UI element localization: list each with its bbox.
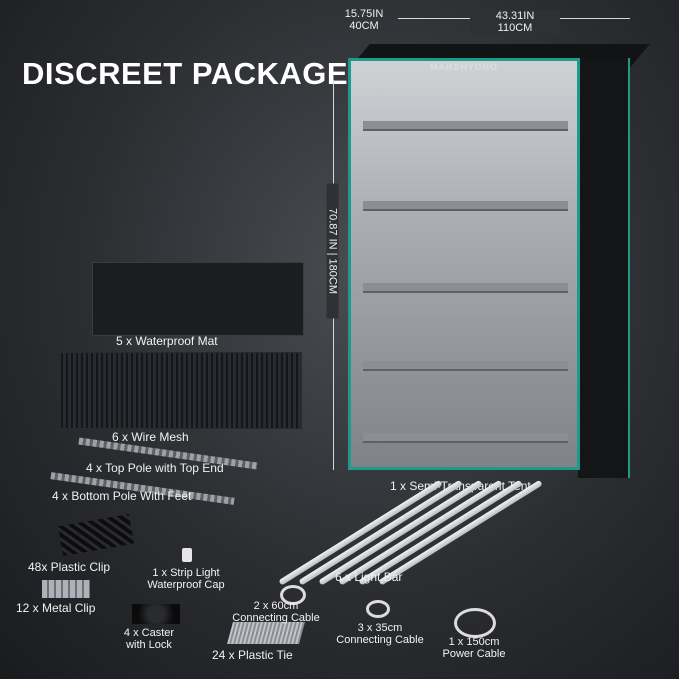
depth-cm: 40CM — [349, 20, 379, 32]
strip-cap-line-2: Waterproof Cap — [147, 579, 225, 591]
cable-60cm-line-2: Connecting Cable — [232, 612, 320, 624]
tent-shelf — [363, 121, 568, 131]
tent-shelf — [363, 361, 568, 371]
plastic-tie-image — [227, 622, 305, 644]
grow-tent — [348, 58, 580, 470]
power-cable-line-2: Power Cable — [442, 648, 506, 660]
waterproof-cap-image — [182, 548, 192, 562]
page-title: DISCREET PACKAGE — [22, 56, 349, 91]
waterproof-mat-image — [92, 262, 304, 336]
light-bars-image — [270, 479, 570, 590]
bottom-pole-label: 4 x Bottom Pole With Feet — [52, 489, 192, 503]
plastic-clip-image — [57, 513, 135, 557]
cable-35cm-line-1: 3 x 35cm — [357, 622, 403, 634]
wire-mesh-label: 6 x Wire Mesh — [112, 430, 189, 444]
power-cable-line-1: 1 x 150cm — [448, 636, 500, 648]
cable-35cm-label: 3 x 35cm Connecting Cable — [322, 622, 438, 646]
power-cable-label: 1 x 150cm Power Cable — [432, 636, 516, 660]
cable-35cm-line-2: Connecting Cable — [336, 634, 424, 646]
metal-clip-label: 12 x Metal Clip — [16, 601, 96, 615]
waterproof-mat-label: 5 x Waterproof Mat — [116, 334, 218, 348]
cable-60cm-image — [280, 585, 306, 605]
depth-inches: 15.75IN — [344, 8, 384, 20]
tent-side-panel — [578, 58, 630, 478]
cable-35cm-image — [366, 600, 390, 618]
cable-60cm-label: 2 x 60cm Connecting Cable — [218, 600, 334, 624]
brand-logo: MARSHYDRO — [430, 62, 499, 72]
caster-line-2: with Lock — [126, 639, 172, 651]
depth-dimension: 15.75IN 40CM — [335, 8, 393, 32]
cable-60cm-line-1: 2 x 60cm — [253, 600, 299, 612]
width-cm: 110CM — [497, 22, 533, 34]
metal-clip-image — [42, 580, 90, 598]
plastic-clip-label: 48x Plastic Clip — [28, 560, 111, 574]
caster-image — [132, 604, 180, 624]
wire-mesh-image — [60, 352, 302, 429]
height-dimension: 70.87 IN | 180CM — [326, 183, 339, 319]
caster-label: 4 x Caster with Lock — [114, 627, 184, 651]
strip-cap-label: 1 x Strip Light Waterproof Cap — [126, 567, 246, 591]
top-pole-label: 4 x Top Pole with Top End — [86, 461, 224, 475]
power-cable-image — [454, 608, 496, 638]
width-inches: 43.31IN — [495, 10, 535, 22]
tent-shelf — [363, 283, 568, 293]
strip-cap-line-1: 1 x Strip Light — [152, 567, 220, 579]
caster-line-1: 4 x Caster — [123, 627, 175, 639]
tent-shelf — [363, 433, 568, 443]
tent-shelf — [363, 201, 568, 211]
light-bar-label: 6 x Light Bar — [335, 570, 403, 584]
width-dimension: 43.31IN 110CM — [470, 10, 560, 34]
plastic-tie-label: 24 x Plastic Tie — [212, 648, 293, 662]
